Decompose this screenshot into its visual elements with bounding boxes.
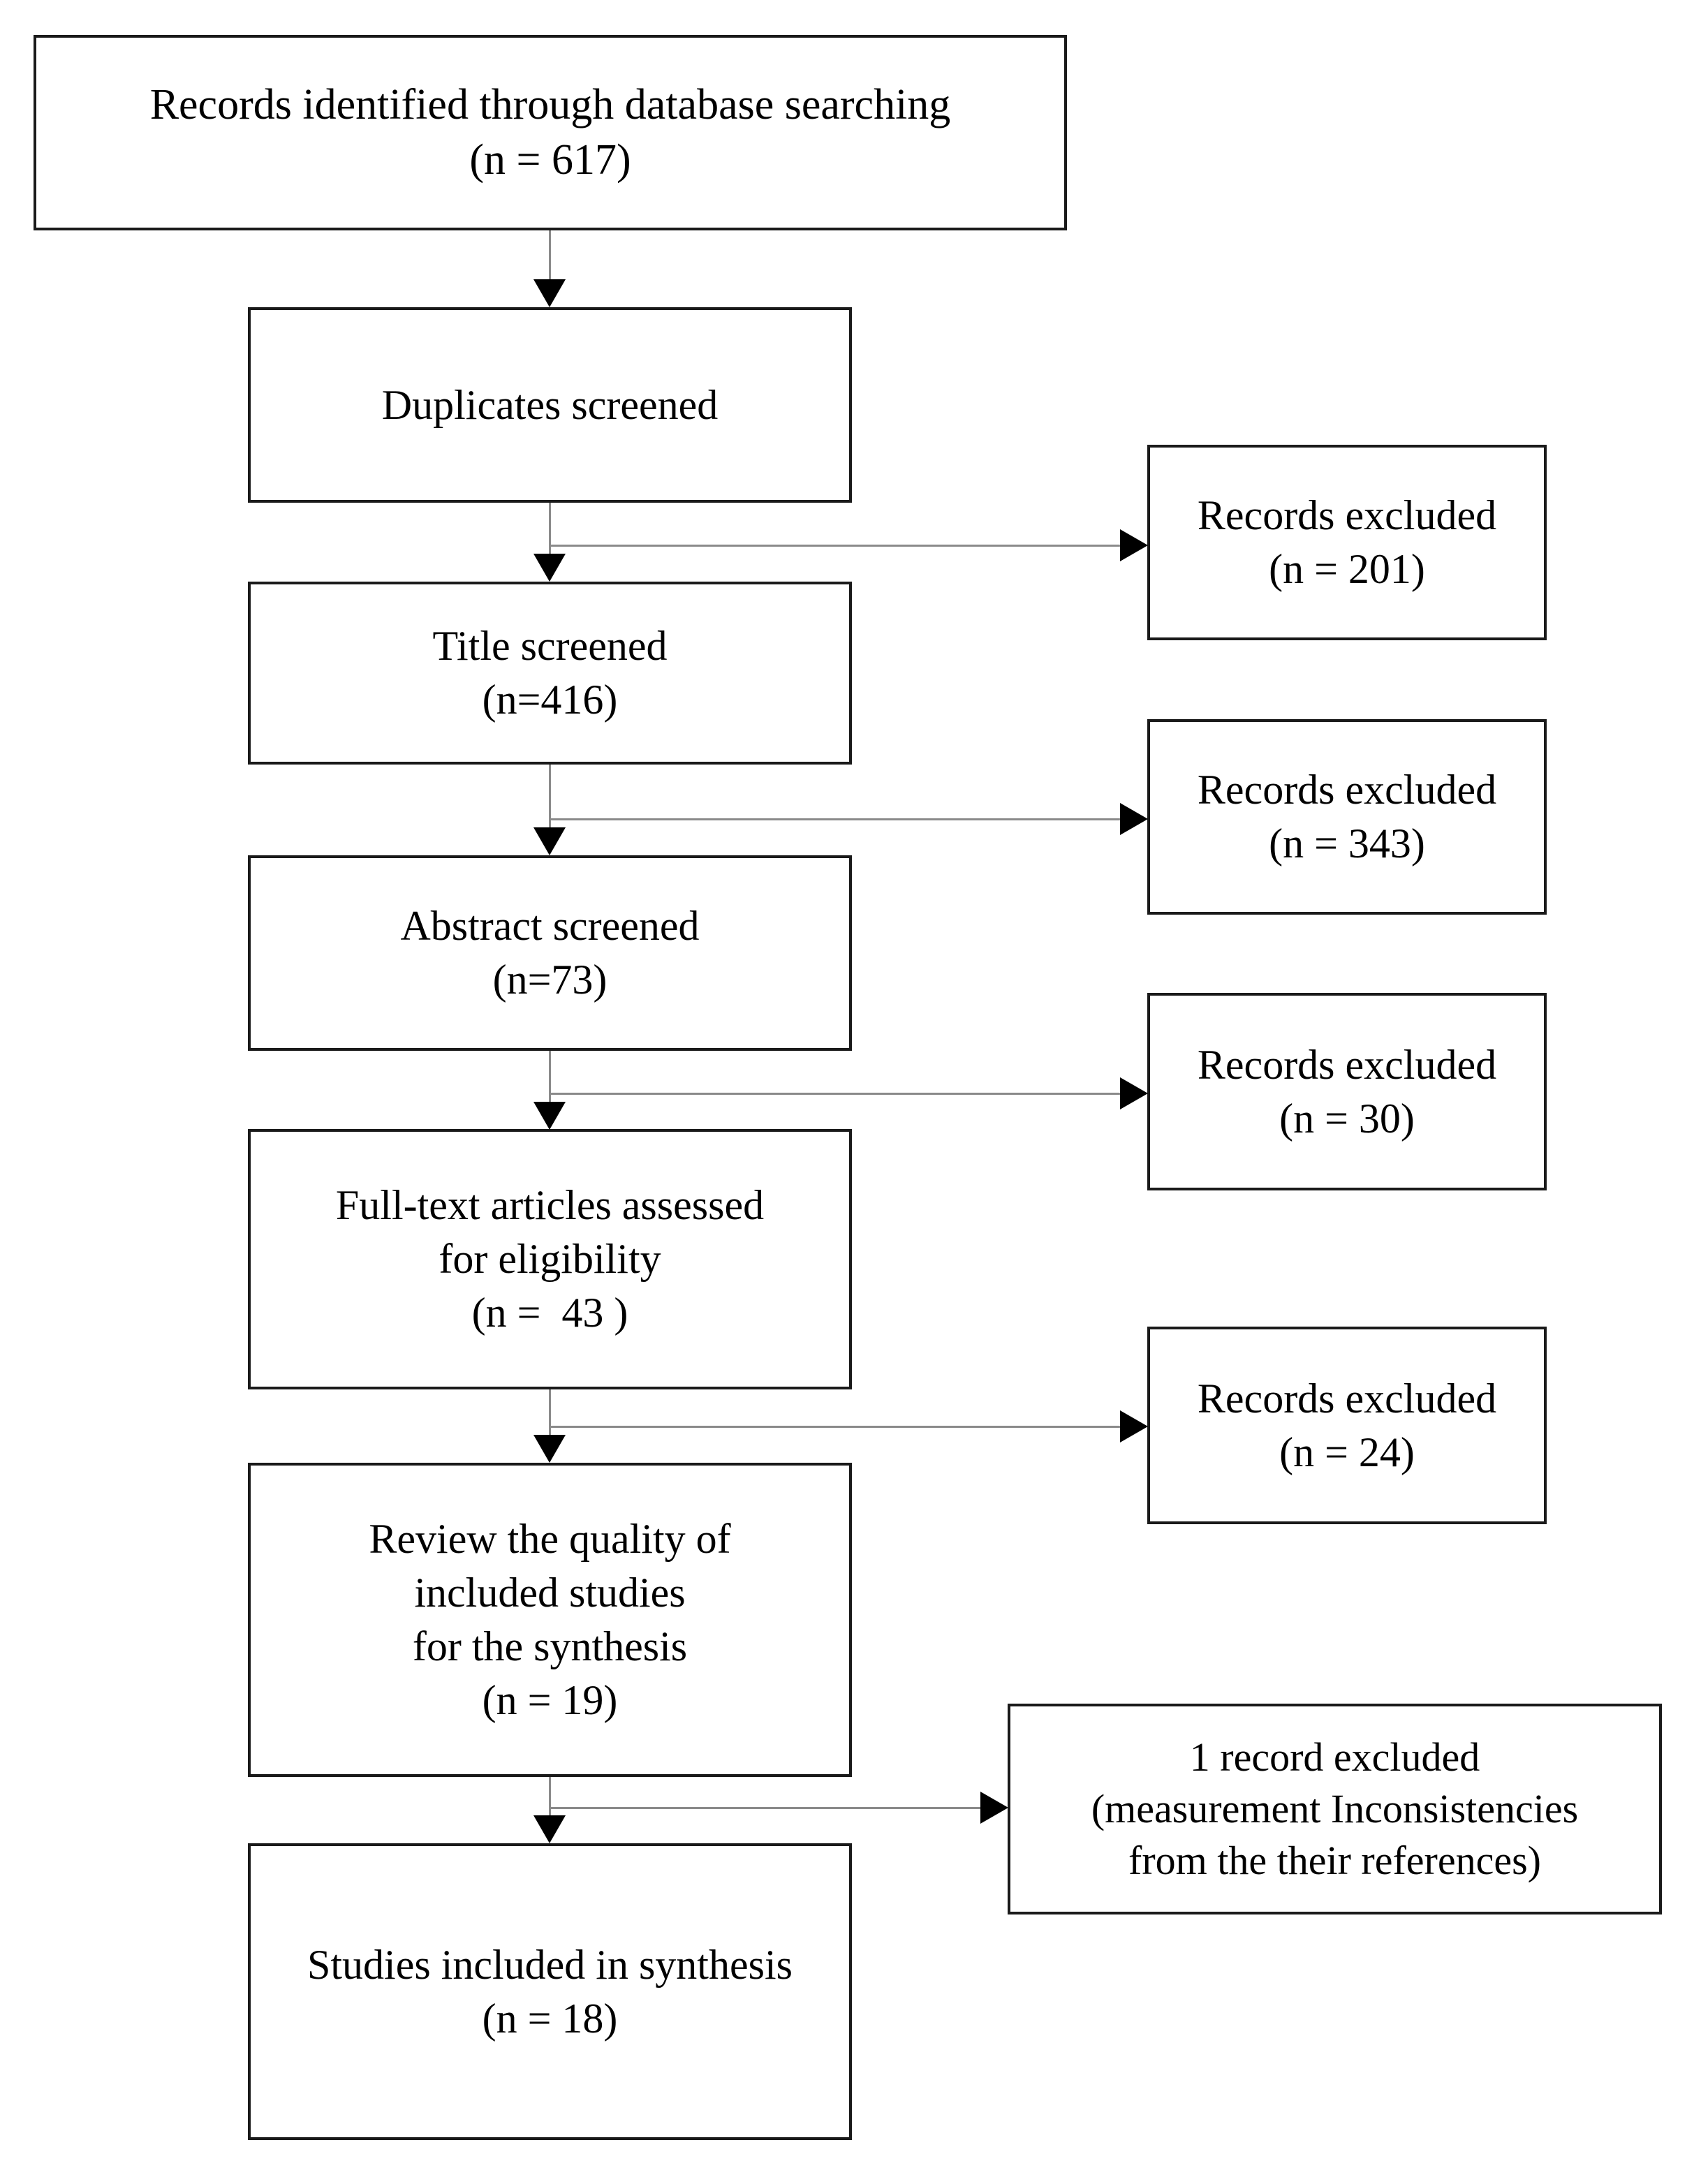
box-line: (n = 19): [482, 1676, 618, 1723]
arrowhead-down-abstract: [533, 827, 566, 855]
box-line: (n=416): [482, 677, 618, 723]
arrowhead-down-fulltext: [533, 1102, 566, 1130]
arrowhead-right-excluded-343: [1120, 803, 1148, 835]
box-line: for eligibility: [439, 1236, 661, 1283]
box-records-excluded-30[interactable]: Records excluded (n = 30): [1147, 993, 1547, 1190]
box-duplicates-screened[interactable]: Duplicates screened: [248, 307, 852, 503]
arrowhead-down-duplicates: [533, 279, 566, 307]
box-studies-included[interactable]: Studies included in synthesis (n = 18): [248, 1843, 852, 2140]
box-title-screened[interactable]: Title screened (n=416): [248, 582, 852, 765]
box-full-text-assessed[interactable]: Full-text articles assessed for eligibil…: [248, 1129, 852, 1389]
box-line: (n = 24): [1279, 1429, 1415, 1475]
box-line: Title screened: [432, 623, 668, 670]
box-line: (n = 43 ): [471, 1289, 628, 1336]
box-line: Full-text articles assessed: [335, 1182, 765, 1229]
branch-duplicates-to-excluded-201: [549, 545, 1121, 547]
connector-fulltext-to-quality: [549, 1389, 551, 1438]
box-line: (n = 343): [1269, 820, 1425, 866]
box-records-excluded-343[interactable]: Records excluded (n = 343): [1147, 719, 1547, 915]
branch-abstract-to-excluded-30: [549, 1093, 1121, 1095]
connector-identification-to-duplicates: [549, 230, 551, 281]
box-one-record-excluded[interactable]: 1 record excluded (measurement Inconsist…: [1008, 1704, 1662, 1914]
box-line: included studies: [414, 1570, 686, 1616]
connector-quality-to-included: [549, 1777, 551, 1820]
box-abstract-screened[interactable]: Abstract screened (n=73): [248, 855, 852, 1051]
arrowhead-right-excluded-30: [1120, 1077, 1148, 1109]
arrowhead-right-excluded-201: [1120, 529, 1148, 561]
box-line: (n = 201): [1269, 546, 1425, 592]
box-line: Review the quality of: [369, 1516, 731, 1563]
box-line: (measurement Inconsistencies: [1091, 1785, 1579, 1831]
branch-quality-to-one-record-excluded: [549, 1807, 982, 1809]
box-quality-review[interactable]: Review the quality of included studies f…: [248, 1463, 852, 1777]
box-records-excluded-24[interactable]: Records excluded (n = 24): [1147, 1327, 1547, 1524]
arrowhead-down-included: [533, 1815, 566, 1843]
box-records-identified[interactable]: Records identified through database sear…: [34, 35, 1067, 230]
box-line: Records excluded: [1197, 767, 1497, 813]
box-line: Records excluded: [1197, 1375, 1497, 1422]
box-line: Records excluded: [1197, 492, 1497, 539]
box-line: Abstract screened: [400, 903, 700, 950]
connector-title-to-abstract: [549, 765, 551, 829]
box-line: for the synthesis: [412, 1623, 688, 1669]
branch-fulltext-to-excluded-24: [549, 1426, 1121, 1428]
connector-abstract-to-fulltext: [549, 1051, 551, 1105]
box-line: (n = 30): [1279, 1095, 1415, 1142]
arrowhead-right-excluded-24: [1120, 1410, 1148, 1443]
branch-title-to-excluded-343: [549, 818, 1121, 820]
arrowhead-down-title: [533, 554, 566, 582]
box-line: Studies included in synthesis: [307, 1941, 793, 1988]
box-records-excluded-201[interactable]: Records excluded (n = 201): [1147, 445, 1547, 640]
box-line: Records excluded: [1197, 1041, 1497, 1088]
box-line: (n = 18): [482, 1995, 618, 2042]
box-line: from the their references): [1128, 1838, 1541, 1884]
box-line: (n = 617): [469, 136, 631, 184]
arrowhead-right-one-record-excluded: [980, 1792, 1008, 1824]
box-line: Records identified through database sear…: [149, 80, 951, 128]
box-line: (n=73): [492, 957, 608, 1003]
box-line: 1 record excluded: [1189, 1734, 1480, 1780]
box-line: Duplicates screened: [381, 381, 719, 428]
connector-duplicates-to-title: [549, 503, 551, 559]
arrowhead-down-quality: [533, 1435, 566, 1463]
